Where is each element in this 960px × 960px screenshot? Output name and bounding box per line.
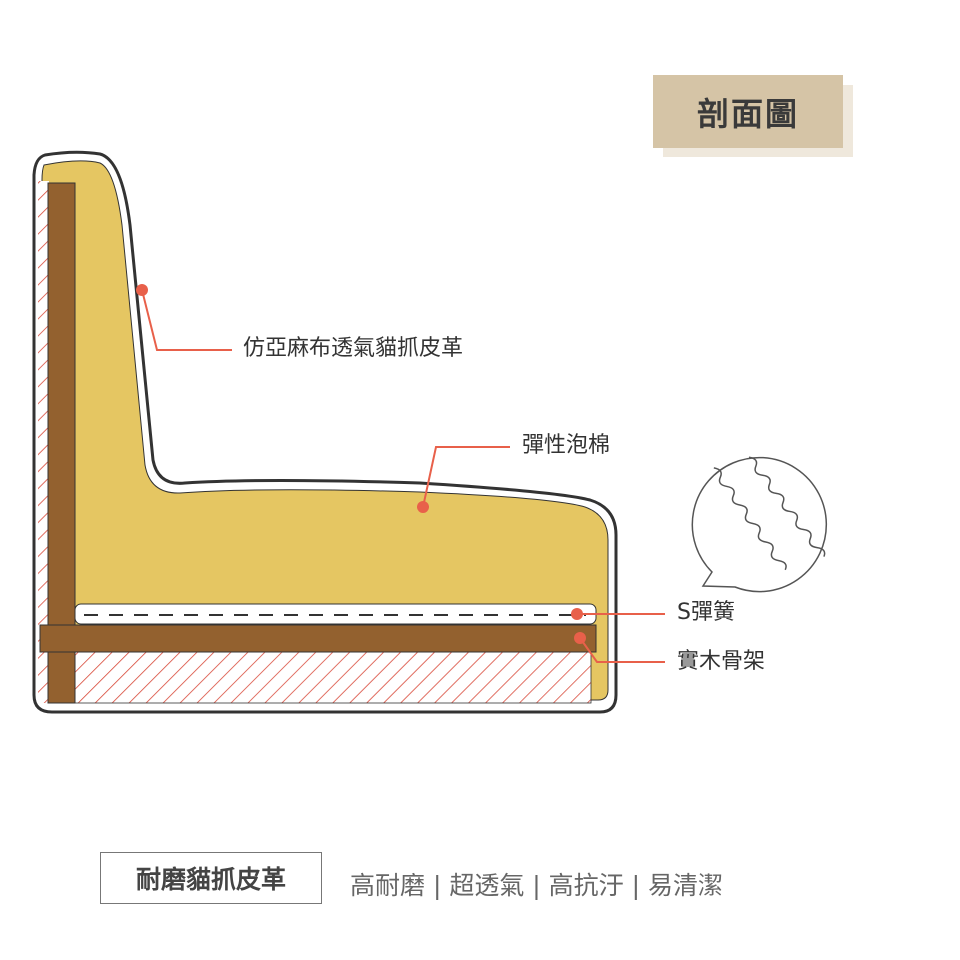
label-fabric: 仿亞麻布透氣貓抓皮革 (243, 336, 464, 361)
dot-foam (417, 501, 429, 513)
page-title: 剖面圖 (653, 75, 843, 148)
feature-name-box: 耐磨貓抓皮革 (100, 852, 322, 904)
wood-post (47, 182, 76, 704)
hatch-bottom (74, 651, 592, 704)
label-spring: S彈簧 (677, 600, 735, 625)
label-frame: 實木骨架 (677, 649, 766, 674)
hatch-left (38, 181, 49, 703)
foam (41, 160, 609, 701)
wood-board (39, 624, 597, 653)
s-spring-wire (713, 467, 787, 571)
leader-foam (422, 446, 510, 508)
leader-frame (579, 637, 665, 663)
dot-fabric (136, 284, 148, 296)
spring-detail-bubble (691, 456, 828, 593)
dot-frame (574, 632, 586, 644)
label-foam: 彈性泡棉 (522, 433, 611, 458)
leader-fabric (141, 289, 232, 351)
dot-spring (571, 608, 583, 620)
feature-tagline: 高耐磨 | 超透氣 | 高抗汙 | 易清潔 (350, 871, 723, 900)
s-spring-wire (748, 456, 826, 557)
